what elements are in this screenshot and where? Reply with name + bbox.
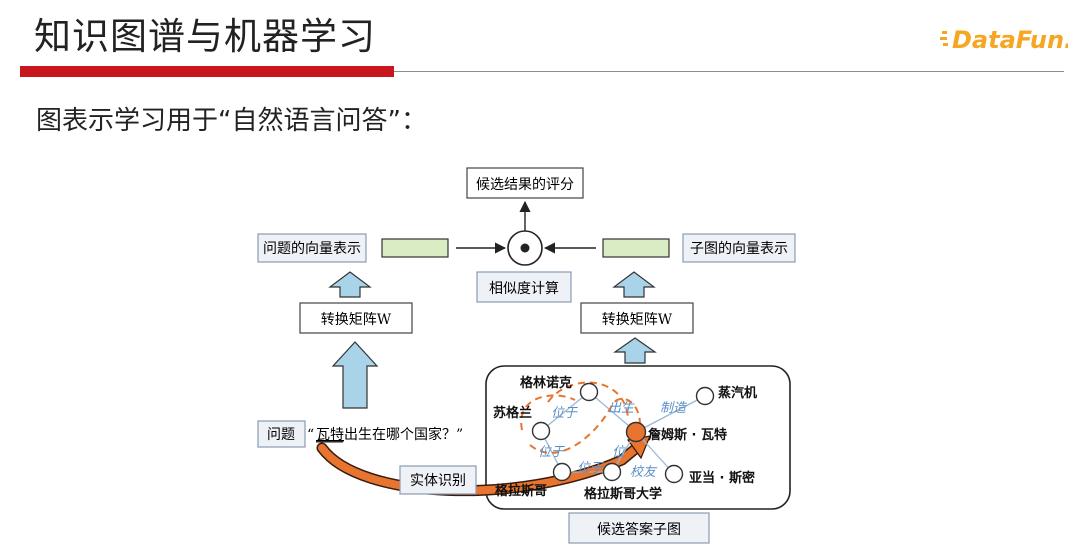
question-vector-bar: [381, 238, 449, 258]
node-gelinnuoke: [579, 382, 599, 402]
node-label-zhengqiji: 蒸汽机: [718, 385, 757, 401]
node-gelasige-univ: [602, 462, 622, 482]
candidate-subgraph-label: 候选答案子图: [597, 521, 681, 538]
node-zhengqiji: [695, 386, 715, 406]
reasoning-path-top: [547, 381, 629, 419]
reasoning-path-mid: [529, 398, 641, 454]
entity-recognition-label: 实体识别: [410, 473, 466, 489]
subgraph-vector-label-box: 子图的向量表示: [682, 233, 796, 263]
up-arrow-left-small: [328, 271, 372, 298]
up-arrow-left-large: [331, 341, 379, 409]
edge-labels: 位于 出生 制造 位于 位于 位 校友: [538, 401, 688, 480]
subgraph-vector-bar: [602, 238, 670, 258]
transform-matrix-right-box: 转换矩阵W: [580, 302, 694, 334]
node-label-yadang: 亚当 · 斯密: [689, 470, 755, 486]
slide-subtitle: 图表示学习用于“自然语言问答”：: [36, 106, 427, 136]
node-sugelan: [531, 421, 551, 441]
datafun-logo: DataFun.: [940, 26, 1068, 54]
question-rest-text: 出生在哪个国家？”: [344, 426, 463, 443]
title-underline-accent: [20, 66, 394, 77]
title-underline-divider: [394, 71, 1064, 72]
candidate-subgraph-label-box: 候选答案子图: [568, 512, 710, 544]
transform-matrix-right-label: 转换矩阵W: [602, 311, 673, 328]
node-label-zhanmusi: 詹姆斯 · 瓦特: [648, 427, 727, 443]
transform-matrix-left-box: 转换矩阵W: [299, 302, 413, 334]
edge-label-weiyu-3: 位于: [577, 460, 604, 476]
node-zhanmusi-highlighted: [625, 421, 647, 443]
logo-text: DataFun.: [952, 26, 1068, 54]
page-title: 知识图谱与机器学习: [34, 15, 376, 58]
node-label-gelinnuoke: 格林诺克: [520, 375, 572, 391]
question-vector-label-box: 问题的向量表示: [257, 233, 367, 263]
node-label-gelasige-univ: 格拉斯哥大学: [584, 486, 662, 502]
dot-product-operator: [507, 230, 543, 266]
node-labels: 格林诺克 苏格兰 蒸汽机 詹姆斯 · 瓦特 亚当 · 斯密 格拉斯哥 格拉斯哥大…: [493, 375, 757, 502]
edge-label-wei-partial: 位: [612, 444, 627, 460]
node-label-gelasige: 格拉斯哥: [495, 483, 547, 499]
question-open-quote: “: [307, 427, 314, 443]
candidate-score-label: 候选结果的评分: [476, 177, 574, 193]
similarity-label: 相似度计算: [489, 281, 559, 297]
node-label-sugelan: 苏格兰: [493, 405, 532, 421]
question-label: 问题: [267, 427, 295, 443]
entity-recognition-box: 实体识别: [399, 465, 477, 495]
similarity-label-box: 相似度计算: [476, 271, 572, 303]
reasoning-path-left: [520, 394, 576, 431]
edge-label-chusheng: 出生: [608, 401, 635, 416]
question-label-box: 问题: [257, 420, 306, 448]
node-gelasige: [552, 462, 572, 482]
transform-matrix-left-label: 转换矩阵W: [321, 311, 392, 328]
edge-label-weiyu-1: 位于: [551, 405, 578, 421]
question-entity-text: 瓦特: [316, 427, 344, 443]
candidate-score-box: 候选结果的评分: [466, 167, 584, 199]
edge-label-weiyu-2: 位于: [538, 444, 565, 460]
up-arrow-right-small: [612, 271, 656, 298]
up-arrow-right-subgraph: [613, 337, 657, 364]
question-vector-label: 问题的向量表示: [263, 241, 361, 257]
edge-label-zhizao: 制造: [660, 401, 688, 416]
logo-icon: [940, 31, 948, 46]
subgraph-vector-label: 子图的向量表示: [690, 241, 788, 257]
edge-label-xiaoyou: 校友: [630, 465, 658, 480]
node-yadang: [664, 464, 684, 484]
